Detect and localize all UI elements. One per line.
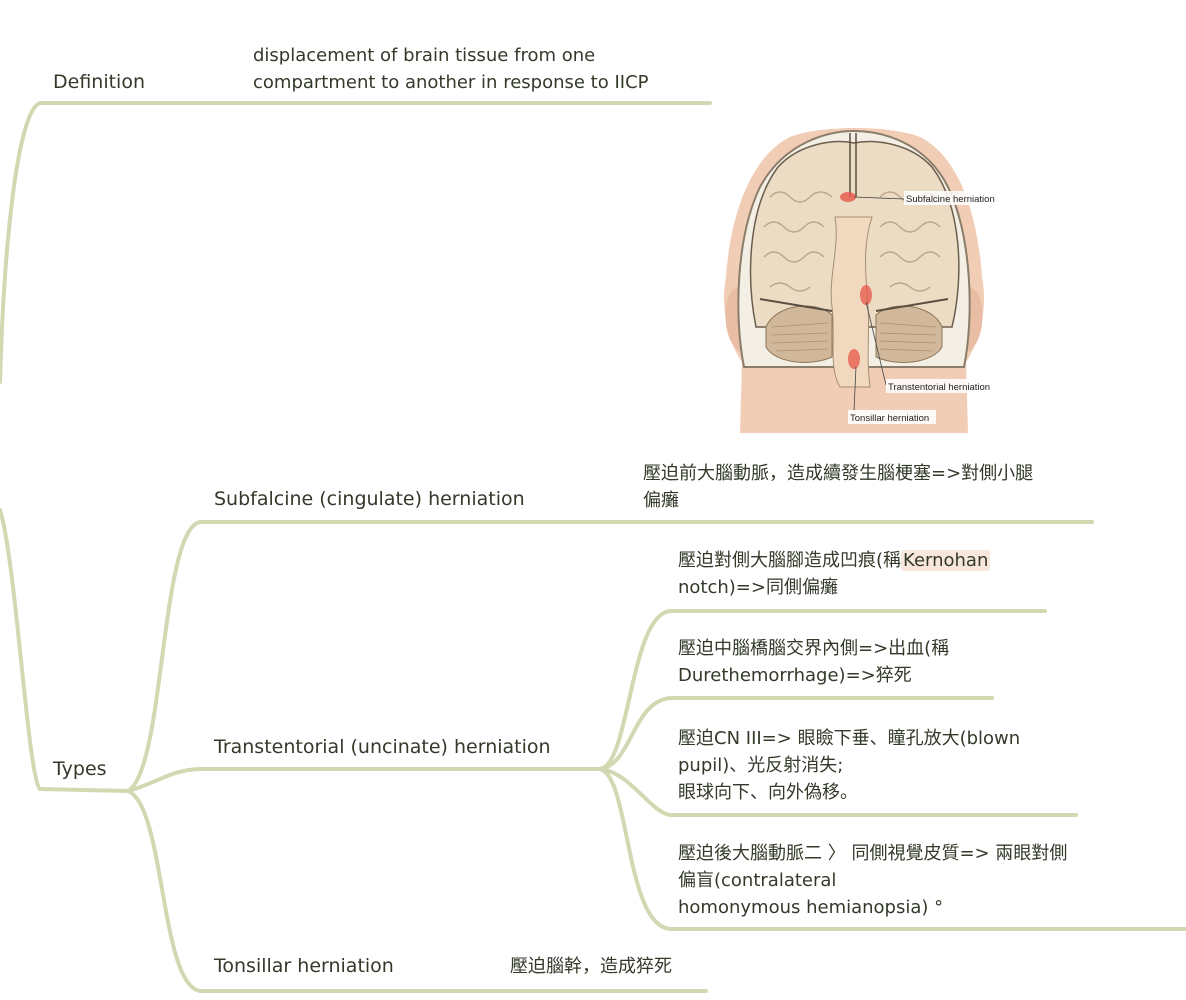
transtentorial-note-2: 壓迫中腦橋腦交界內側=>出血(稱 Durethemorrhage)=>猝死	[678, 638, 950, 686]
transtentorial-note-3: 壓迫CN III=> 眼瞼下垂、瞳孔放大(blown pupil)、光反射消失;…	[678, 728, 1021, 803]
node-tonsillar-herniation[interactable]: Tonsillar herniation	[214, 955, 394, 977]
transtentorial-note-4: 壓迫後大腦動脈二 〉 同側視覺皮質=> 兩眼對側 偏盲(contralatera…	[678, 843, 1068, 918]
label-transtentorial-herniation: Transtentorial herniation	[888, 382, 990, 393]
label-tonsillar-herniation: Tonsillar herniation	[850, 413, 929, 424]
label-subfalcine-herniation: Subfalcine herniation	[906, 194, 995, 205]
brain-herniation-illustration: Subfalcine herniation Transtentorial her…	[723, 128, 996, 433]
tonsillar-note: 壓迫腦幹，造成猝死	[510, 956, 672, 977]
highlight-kernohan: Kernohan	[901, 550, 991, 571]
subfalcine-note: 壓迫前大腦動脈，造成續發生腦梗塞=>對側小腿 偏癱	[643, 463, 1034, 511]
node-transtentorial-herniation[interactable]: Transtentorial (uncinate) herniation	[214, 736, 551, 758]
node-types[interactable]: Types	[53, 758, 107, 780]
node-definition[interactable]: Definition	[53, 71, 146, 93]
definition-text: displacement of brain tissue from one co…	[253, 45, 649, 93]
node-subfalcine-herniation[interactable]: Subfalcine (cingulate) herniation	[214, 488, 525, 510]
